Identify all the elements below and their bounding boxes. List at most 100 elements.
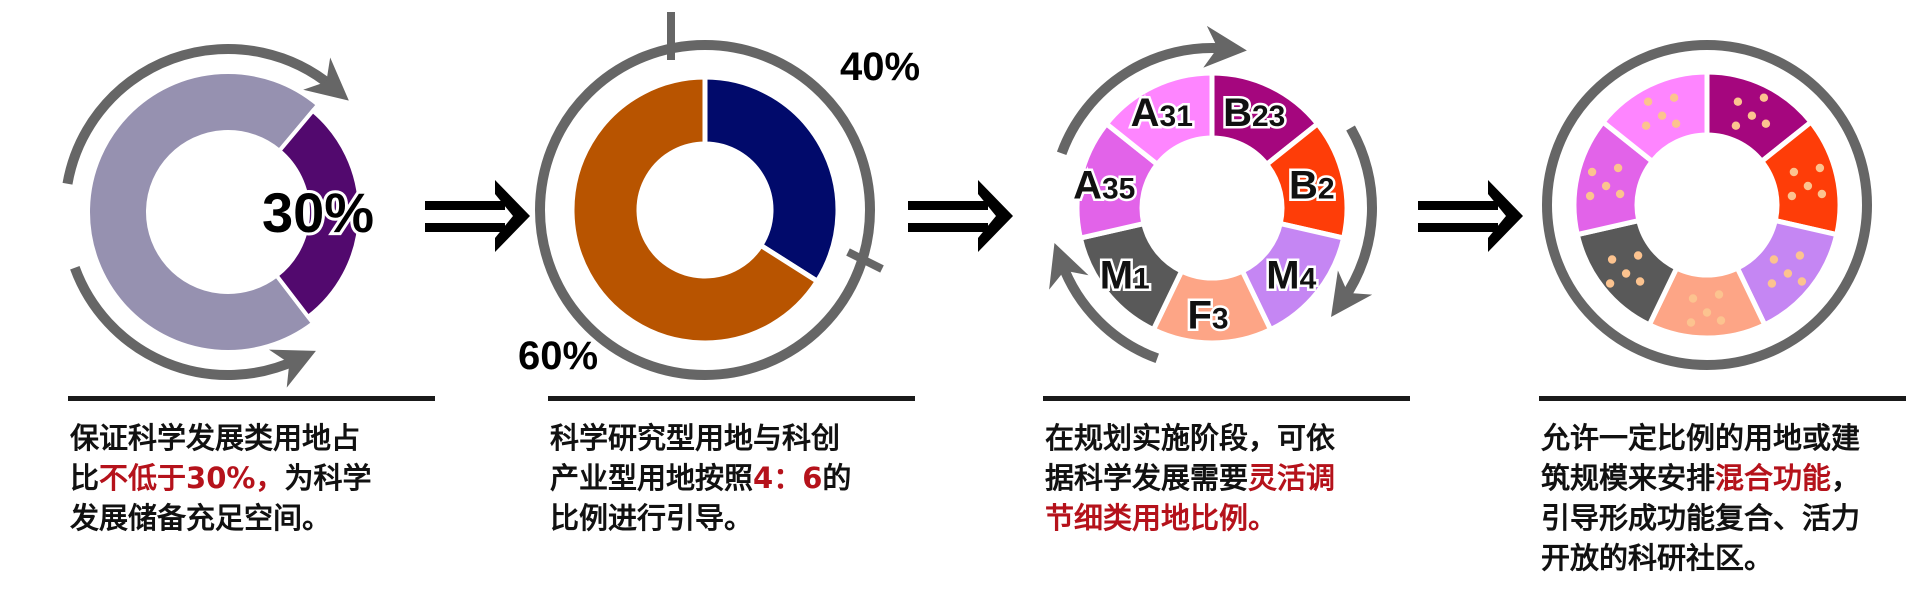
caption-4-line-4: 开放的科研社区。 [1541, 541, 1774, 575]
mixed-use-dot-7-2 [1669, 93, 1679, 102]
outer-ring [535, 40, 875, 380]
caption-3-highlight: 灵活调 [1248, 461, 1336, 495]
caption-3: 在规划实施阶段，可依 据科学发展需要灵活调 节细类用地比例。 [1045, 418, 1415, 538]
mixed-use-dot-4-4 [1686, 318, 1696, 327]
mixed-use-dot-7-5 [1671, 119, 1681, 128]
caption-2-highlight: 4：6 [753, 461, 823, 495]
caption-1-text: 比 [70, 461, 100, 495]
mixed-use-dot-1-3 [1747, 111, 1757, 120]
caption-rule-3 [1043, 396, 1410, 401]
caption-3-line-1: 在规划实施阶段，可依 [1045, 421, 1336, 455]
segment-label-M4: M4 [1266, 253, 1316, 297]
mixed-use-dot-3-4 [1767, 279, 1777, 288]
panel-1-donut: 30% [62, 44, 377, 388]
caption-2: 科学研究型用地与科创 产业型用地按照4：6的 比例进行引导。 [550, 418, 920, 538]
cycle-arrow-top [62, 44, 349, 185]
percent-label-30: 30% [262, 181, 374, 244]
caption-rule-2 [548, 396, 915, 401]
caption-3-line-2: 据科学发展需要灵活调 [1045, 458, 1415, 498]
mixed-use-dot-6-5 [1615, 189, 1625, 199]
mixed-use-dot-3-1 [1769, 255, 1779, 264]
mixed-use-dot-6-1 [1587, 167, 1597, 177]
caption-4-line-2: 筑规模来安排混合功能， [1541, 458, 1921, 498]
segment-label-B23: B23 [1223, 91, 1285, 135]
caption-1-text-suffix: 为科学 [284, 461, 372, 495]
donut-slice-major [86, 70, 321, 354]
mixed-use-dot-2-3 [1803, 181, 1813, 191]
panel-2-donut: 40% 60% [518, 12, 920, 380]
caption-2-line-2: 产业型用地按照4：6的 [550, 458, 920, 498]
mixed-use-dot-7-1 [1643, 97, 1653, 106]
double-arrow-2 [908, 180, 1013, 252]
mixed-use-dot-6-2 [1613, 163, 1623, 173]
mixed-use-dot-7-3 [1657, 111, 1667, 120]
mixed-use-dot-3-3 [1783, 269, 1793, 278]
double-arrow-3 [1418, 180, 1523, 252]
caption-rule-4 [1539, 396, 1906, 401]
segment-label-M1: M1 [1100, 253, 1150, 297]
mixed-use-dot-7-4 [1641, 121, 1651, 130]
segment-label-A35: A35 [1073, 163, 1135, 207]
caption-1-line-3: 发展储备充足空间。 [70, 501, 332, 535]
mixed-use-dot-5-2 [1633, 251, 1643, 260]
mixed-use-dot-6-4 [1585, 191, 1595, 201]
mixed-use-dot-4-3 [1702, 308, 1712, 317]
outer-ring [1542, 40, 1872, 370]
mixed-use-dot-2-4 [1787, 191, 1797, 201]
mixed-use-dot-6-3 [1601, 181, 1611, 191]
mixed-use-dot-5-1 [1607, 255, 1617, 264]
caption-4-text-suffix: ， [1831, 461, 1861, 495]
mixed-use-dot-1-1 [1733, 97, 1743, 106]
caption-1-line-2: 比不低于30%，为科学 [70, 458, 440, 498]
mixed-use-dot-4-1 [1688, 294, 1698, 303]
cycle-arrow-top [1056, 25, 1247, 155]
caption-4-line-3: 引导形成功能复合、活力 [1541, 501, 1861, 535]
mixed-use-dot-3-5 [1797, 277, 1807, 286]
mixed-use-dot-2-5 [1817, 189, 1827, 199]
mixed-use-dot-1-2 [1759, 93, 1769, 102]
mixed-use-dot-4-5 [1716, 316, 1726, 325]
caption-1: 保证科学发展类用地占 比不低于30%，为科学 发展储备充足空间。 [70, 418, 440, 538]
percent-label-60: 60% [518, 334, 598, 378]
caption-4-line-1: 允许一定比例的用地或建 [1541, 421, 1861, 455]
cycle-arrow-right [1331, 125, 1377, 317]
donut-slice-40-percent [702, 74, 841, 285]
ring-tick-right [846, 248, 884, 273]
caption-1-highlight: 不低于30%， [99, 461, 285, 495]
caption-4-highlight: 混合功能 [1715, 461, 1832, 495]
caption-4-text: 筑规模来安排 [1541, 461, 1716, 495]
caption-4: 允许一定比例的用地或建 筑规模来安排混合功能， 引导形成功能复合、活力 开放的科… [1541, 418, 1921, 578]
mixed-use-dot-3-2 [1795, 251, 1805, 260]
percent-label-40: 40% [840, 45, 920, 89]
mixed-use-dot-2-1 [1789, 167, 1799, 177]
segment-A31 [1102, 70, 1215, 168]
cycle-arrow-bottom [1049, 242, 1160, 364]
mixed-use-dot-5-3 [1621, 269, 1631, 278]
cycle-arrow-bottom [70, 266, 316, 388]
segment-label-F3: F3 [1187, 294, 1228, 338]
donut-slice-30-percent [273, 108, 362, 320]
panel-4-donut [1542, 40, 1872, 370]
caption-2-text: 产业型用地按照 [550, 461, 754, 495]
caption-1-line-1: 保证科学发展类用地占 [70, 421, 361, 455]
mixed-use-dot-4-2 [1714, 290, 1724, 299]
mixed-use-dot-5-4 [1605, 279, 1615, 288]
mixed-segment-7 [1599, 69, 1710, 165]
mixed-use-dot-5-5 [1635, 277, 1645, 286]
mixed-use-dot-1-5 [1761, 119, 1771, 128]
caption-3-line-3: 节细类用地比例。 [1045, 501, 1278, 535]
caption-2-text-suffix: 的 [822, 461, 852, 495]
caption-2-line-1: 科学研究型用地与科创 [550, 421, 841, 455]
double-arrow-1 [425, 180, 530, 252]
segment-label-B2: B2 [1289, 163, 1335, 207]
mixed-use-dot-2-2 [1815, 163, 1825, 173]
caption-3-text: 据科学发展需要 [1045, 461, 1249, 495]
ring-tick-top [667, 12, 675, 60]
caption-2-line-3: 比例进行引导。 [550, 501, 754, 535]
donut-slice-60-percent [569, 74, 821, 346]
mixed-use-dot-1-4 [1731, 121, 1741, 130]
segment-label-A31: A31 [1131, 91, 1193, 135]
caption-rule-1 [68, 396, 435, 401]
